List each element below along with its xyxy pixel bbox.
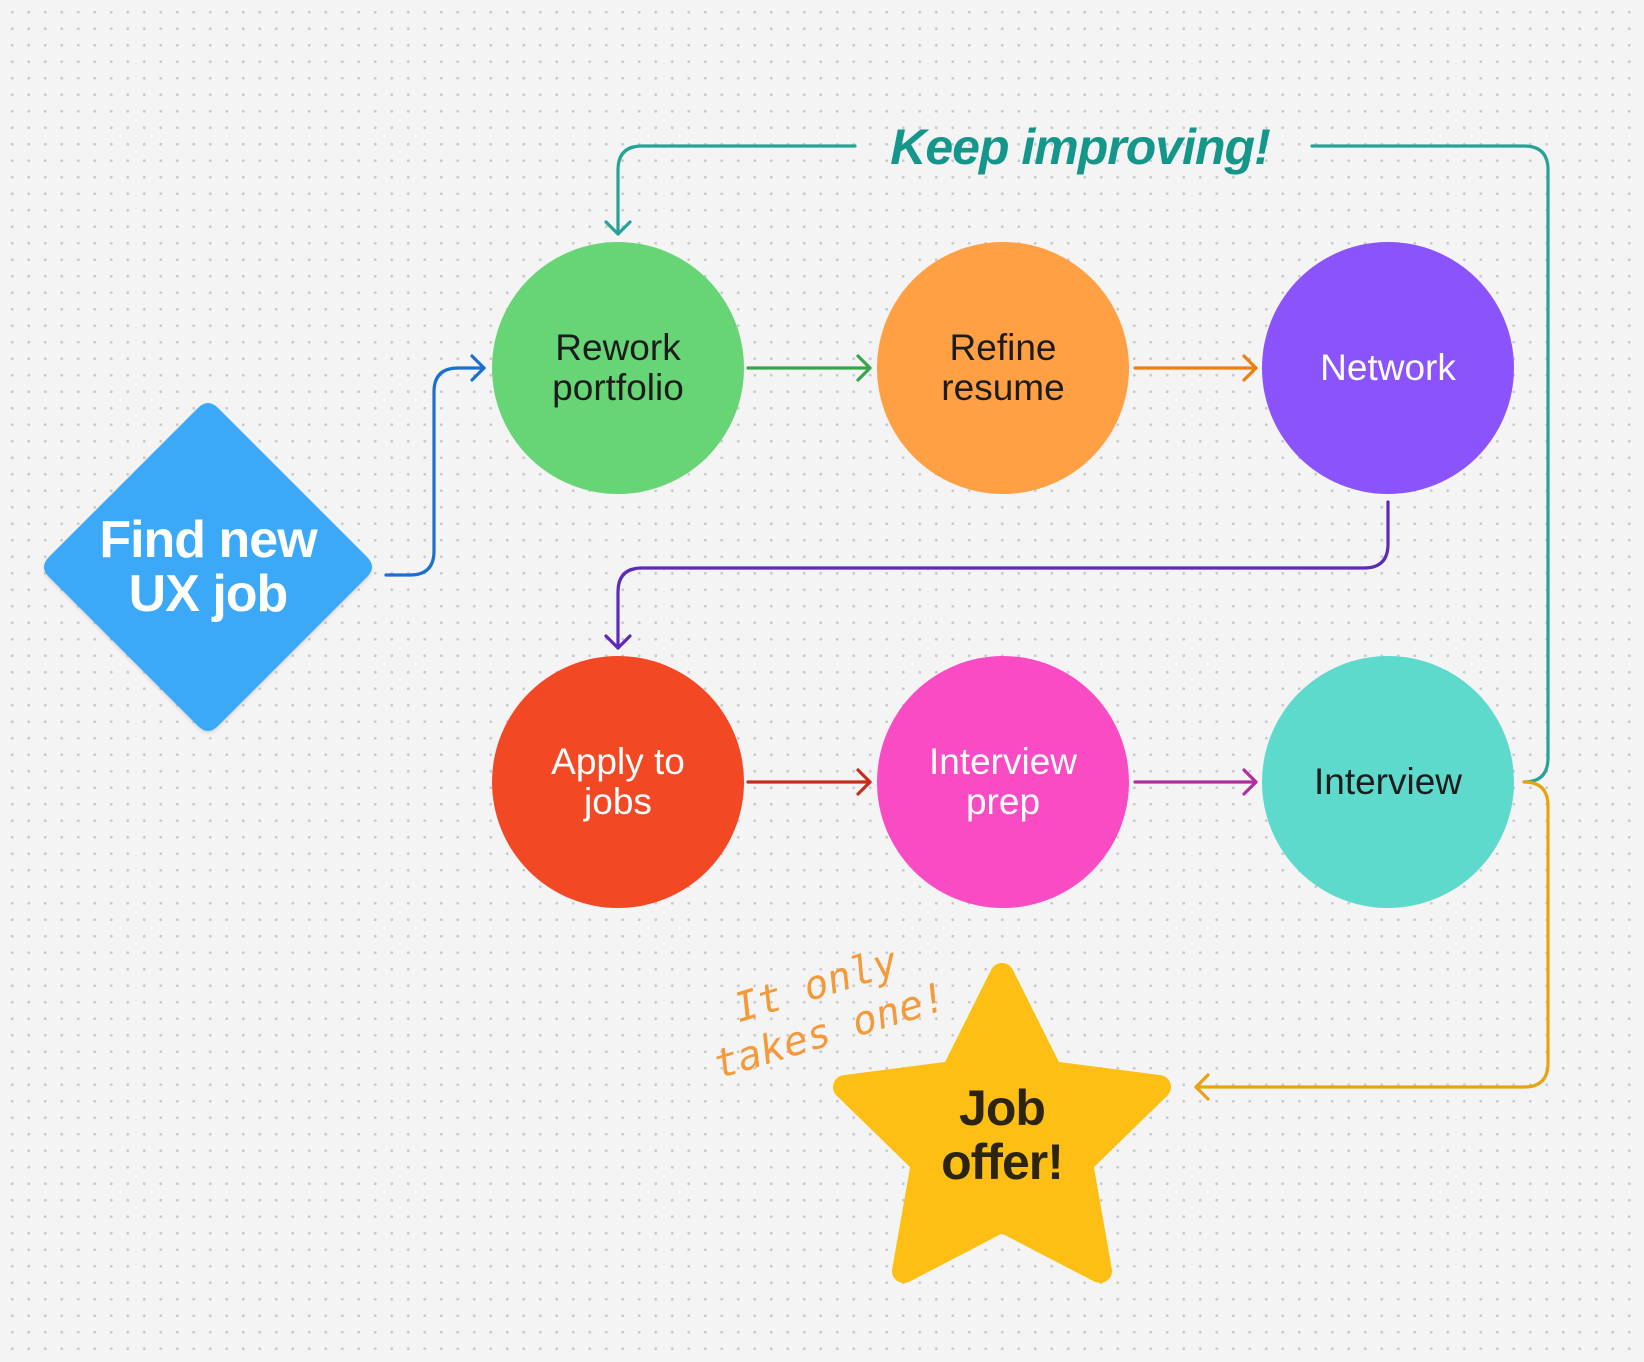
node-label: Interview prep — [928, 741, 1078, 822]
arrowhead-apply — [604, 634, 632, 650]
node-label: Network — [1320, 347, 1456, 388]
arrowhead-job-offer — [1194, 1073, 1210, 1101]
arrowhead-interview-prep — [856, 768, 872, 796]
arrowhead-network — [1242, 354, 1258, 382]
node-interview[interactable]: Interview — [1262, 656, 1514, 908]
node-label: Apply to jobs — [551, 741, 685, 822]
arrowhead-interview — [1242, 768, 1258, 796]
node-rework-portfolio[interactable]: Rework portfolio — [492, 242, 744, 494]
connector-network-to-apply — [616, 500, 1390, 650]
node-apply-to-jobs[interactable]: Apply to jobs — [492, 656, 744, 908]
node-network[interactable]: Network — [1262, 242, 1514, 494]
connector-interview-to-job-offer — [1194, 780, 1550, 1089]
arrowhead-refine — [856, 354, 872, 382]
node-label: Rework portfolio — [552, 327, 684, 408]
node-refine-resume[interactable]: Refine resume — [877, 242, 1129, 494]
keep-improving-label: Keep improving! — [890, 119, 1270, 175]
arrowhead-rework — [470, 354, 486, 382]
node-label: Interview — [1313, 761, 1463, 802]
find-new-ux-job-label: Find new UX job — [99, 511, 317, 623]
job-offer-label: Job offer! — [941, 1080, 1064, 1190]
connector-find-job-to-rework — [384, 366, 486, 577]
connector-interview-to-rework-loop — [616, 144, 1550, 784]
find-new-ux-job-diamond[interactable] — [44, 403, 372, 731]
arrowhead-rework-top — [604, 220, 632, 236]
node-label: Refine resume — [941, 327, 1065, 408]
job-offer-star[interactable] — [833, 963, 1171, 1283]
node-interview-prep[interactable]: Interview prep — [877, 656, 1129, 908]
